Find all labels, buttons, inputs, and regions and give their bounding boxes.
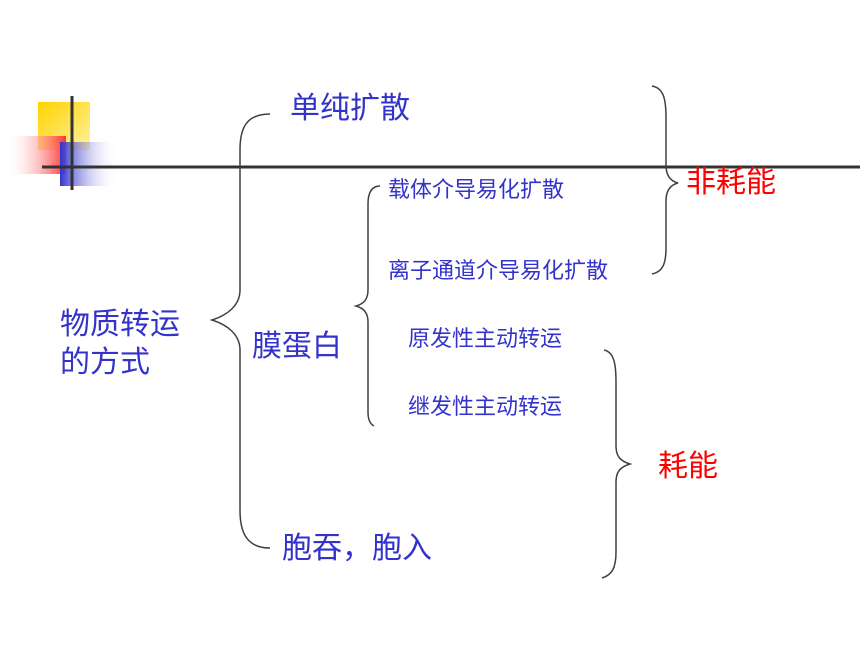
simple-diffusion-label: 单纯扩散: [290, 91, 410, 126]
primary-active-transport-label: 原发性主动转运: [408, 327, 563, 352]
non-energy-brace: [651, 85, 679, 275]
membrane-protein-label: 膜蛋白: [252, 329, 342, 364]
deco-blue-square: [60, 142, 118, 186]
channel-diffusion-label: 离子通道介导易化扩散: [388, 259, 609, 284]
root-label: 物质转运 的方式: [60, 307, 180, 380]
corner-decoration-icon: [10, 96, 860, 190]
carrier-diffusion-label: 载体介导易化扩散: [388, 178, 565, 203]
energy-brace: [601, 349, 633, 579]
main-brace: [209, 113, 271, 549]
cytosis-label: 胞吞，胞入: [282, 531, 432, 566]
secondary-active-transport-label: 继发性主动转运: [408, 395, 563, 420]
non-energy-label: 非耗能: [686, 165, 776, 200]
membrane-brace: [353, 185, 381, 427]
energy-label: 耗能: [658, 449, 718, 484]
